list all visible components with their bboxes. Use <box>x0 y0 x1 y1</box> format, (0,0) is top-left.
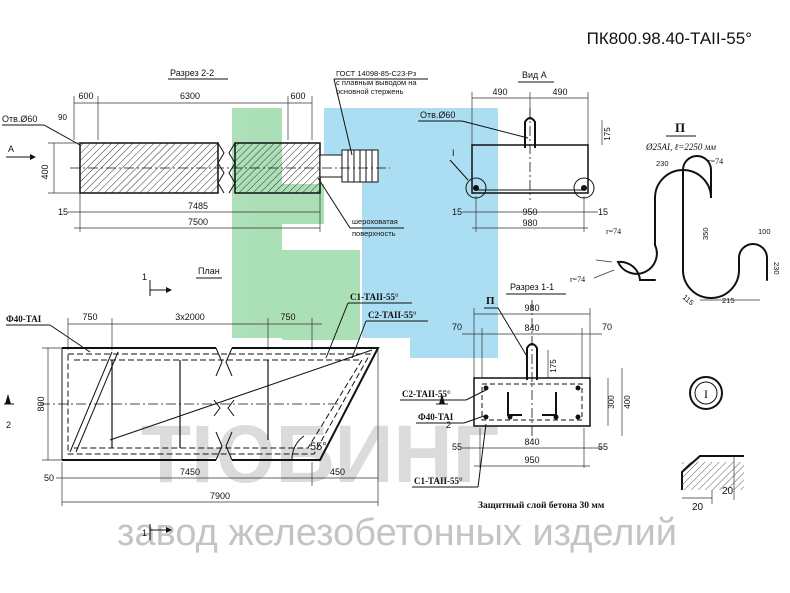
plan-label: План <box>198 266 220 276</box>
dim-490-left: 490 <box>492 87 507 97</box>
detail-p: П Ø25АI, ℓ=2250 мм 230 r=74 r=74 r=74 35… <box>570 120 781 307</box>
dim-600-left: 600 <box>78 91 93 101</box>
dim-600-right: 600 <box>290 91 305 101</box>
detail-p-dim-100: 100 <box>758 227 771 236</box>
watermark-blue-block <box>362 108 410 338</box>
dim-15-2-2: 15 <box>58 207 68 217</box>
plan-mark-2-left: 2 <box>6 420 11 430</box>
section-1-1-mark-p: П <box>486 295 495 307</box>
detail-i-dim-20-side: 20 <box>722 486 734 497</box>
view-a-label: Вид А <box>522 70 547 80</box>
rough-note-1: шероховатая <box>352 217 398 226</box>
plan-dim-450: 450 <box>330 467 345 477</box>
drawing-title: ПК800.98.40-ТАII-55° <box>587 29 752 48</box>
detail-p-label: П <box>675 120 685 135</box>
detail-p-dim-215: 215 <box>722 296 735 305</box>
plan-dim-7450: 7450 <box>180 467 200 477</box>
detail-i-circle <box>689 376 723 410</box>
detail-p-dim-230-right: 230 <box>772 262 781 275</box>
view-a: Вид А 490 490 Отв.Ø60 I 175 15 950 15 9 <box>418 70 612 232</box>
section-1-1-dim-400: 400 <box>623 395 632 409</box>
plan: План 1 Ф40-ТАI С1-ТАII-55° С2-ТАII-55° 7… <box>4 266 451 540</box>
plan-mark-2-right: 2 <box>446 420 451 430</box>
detail-p-spec: Ø25АI, ℓ=2250 мм <box>645 142 716 152</box>
plan-f40-label: Ф40-ТАI <box>6 314 42 324</box>
detail-p-r74-bottom: r=74 <box>570 275 585 284</box>
dim-6300: 6300 <box>180 91 200 101</box>
detail-p-dim-350: 350 <box>701 227 710 240</box>
watermark-green-block-3 <box>282 250 360 340</box>
gost-note-1: ГОСТ 14098-85-С23-Рз <box>336 69 417 78</box>
section-2-2: Разрез 2-2 600 6300 600 Отв.Ø60 90 А <box>2 68 428 238</box>
plan-c1-label: С1-ТАII-55° <box>350 292 399 302</box>
plan-mark-1-bottom: 1 <box>142 528 147 538</box>
rebar-outlet <box>319 154 343 178</box>
dim-7485: 7485 <box>188 201 208 211</box>
section-1-1-dim-55-right: 55 <box>598 442 608 452</box>
section-1-1-dim-840-bottom: 840 <box>524 437 539 447</box>
plan-dim-50: 50 <box>44 473 54 483</box>
watermark-brand: ТЮБИНГ <box>141 409 499 500</box>
dim-15-view-a-left: 15 <box>452 207 462 217</box>
section-1-1-dim-70-right: 70 <box>602 322 612 332</box>
section-1-1-dim-950: 950 <box>524 455 539 465</box>
detail-i-mark: I <box>704 387 708 401</box>
detail-i: I 20 20 <box>681 376 744 513</box>
section-1-1-dim-55-left: 55 <box>452 442 462 452</box>
plan-mark-1-top: 1 <box>142 272 147 282</box>
section-1-1-f40-label: Ф40-ТАI <box>418 412 454 422</box>
dim-980-view-a: 980 <box>522 218 537 228</box>
watermark-blue-block-3 <box>410 108 498 358</box>
section-1-1-c2-label: С2-ТАII-55° <box>402 389 451 399</box>
mark-i-view-a: I <box>452 148 455 158</box>
section-1-1-c1-label: С1-ТАII-55° <box>414 476 463 486</box>
detail-p-r74-top: r=74 <box>708 157 723 166</box>
rough-note-2: поверхность <box>352 229 396 238</box>
plan-dim-750-left: 750 <box>82 312 97 322</box>
watermark-tagline: завод железобетонных изделий <box>117 512 677 554</box>
section-1-1-dim-175: 175 <box>549 359 558 373</box>
plan-body <box>62 347 380 461</box>
dim-7500: 7500 <box>188 217 208 227</box>
section-1-1: Разрез 1-1 П 980 70 840 70 175 300 <box>400 282 632 488</box>
detail-i-dim-20-bottom: 20 <box>692 502 704 513</box>
dim-490-right: 490 <box>552 87 567 97</box>
view-arrow-a-label: А <box>8 144 14 154</box>
gost-note-2: с плавным выводом на <box>336 78 417 87</box>
protective-layer-note: Защитный слой бетона 30 мм <box>478 500 605 511</box>
plan-c2-label: С2-ТАII-55° <box>368 310 417 320</box>
plan-dim-750-right: 750 <box>280 312 295 322</box>
plan-dim-3x2000: 3x2000 <box>175 312 205 322</box>
section-1-1-dim-70-left: 70 <box>452 322 462 332</box>
dim-175-view-a: 175 <box>603 127 612 141</box>
hole-label-view-a: Отв.Ø60 <box>420 110 455 120</box>
detail-p-r74-left: r=74 <box>606 227 621 236</box>
hole-label-2-2: Отв.Ø60 <box>2 114 37 124</box>
dim-15-view-a-right: 15 <box>598 207 608 217</box>
section-1-1-label: Разрез 1-1 <box>510 282 554 292</box>
dim-950-view-a: 950 <box>522 207 537 217</box>
plan-angle: 55° <box>310 441 327 453</box>
gost-note-3: основной стержень <box>336 87 404 96</box>
section-1-1-dim-300: 300 <box>607 395 616 409</box>
plan-dim-800: 800 <box>36 396 46 411</box>
detail-p-dim-115: 115 <box>681 293 696 308</box>
detail-p-dim-230-top: 230 <box>656 159 669 168</box>
section-2-2-label: Разрез 2-2 <box>170 68 214 78</box>
dim-90: 90 <box>58 113 67 122</box>
dim-400-2-2: 400 <box>40 164 50 179</box>
plan-dim-7900: 7900 <box>210 491 230 501</box>
